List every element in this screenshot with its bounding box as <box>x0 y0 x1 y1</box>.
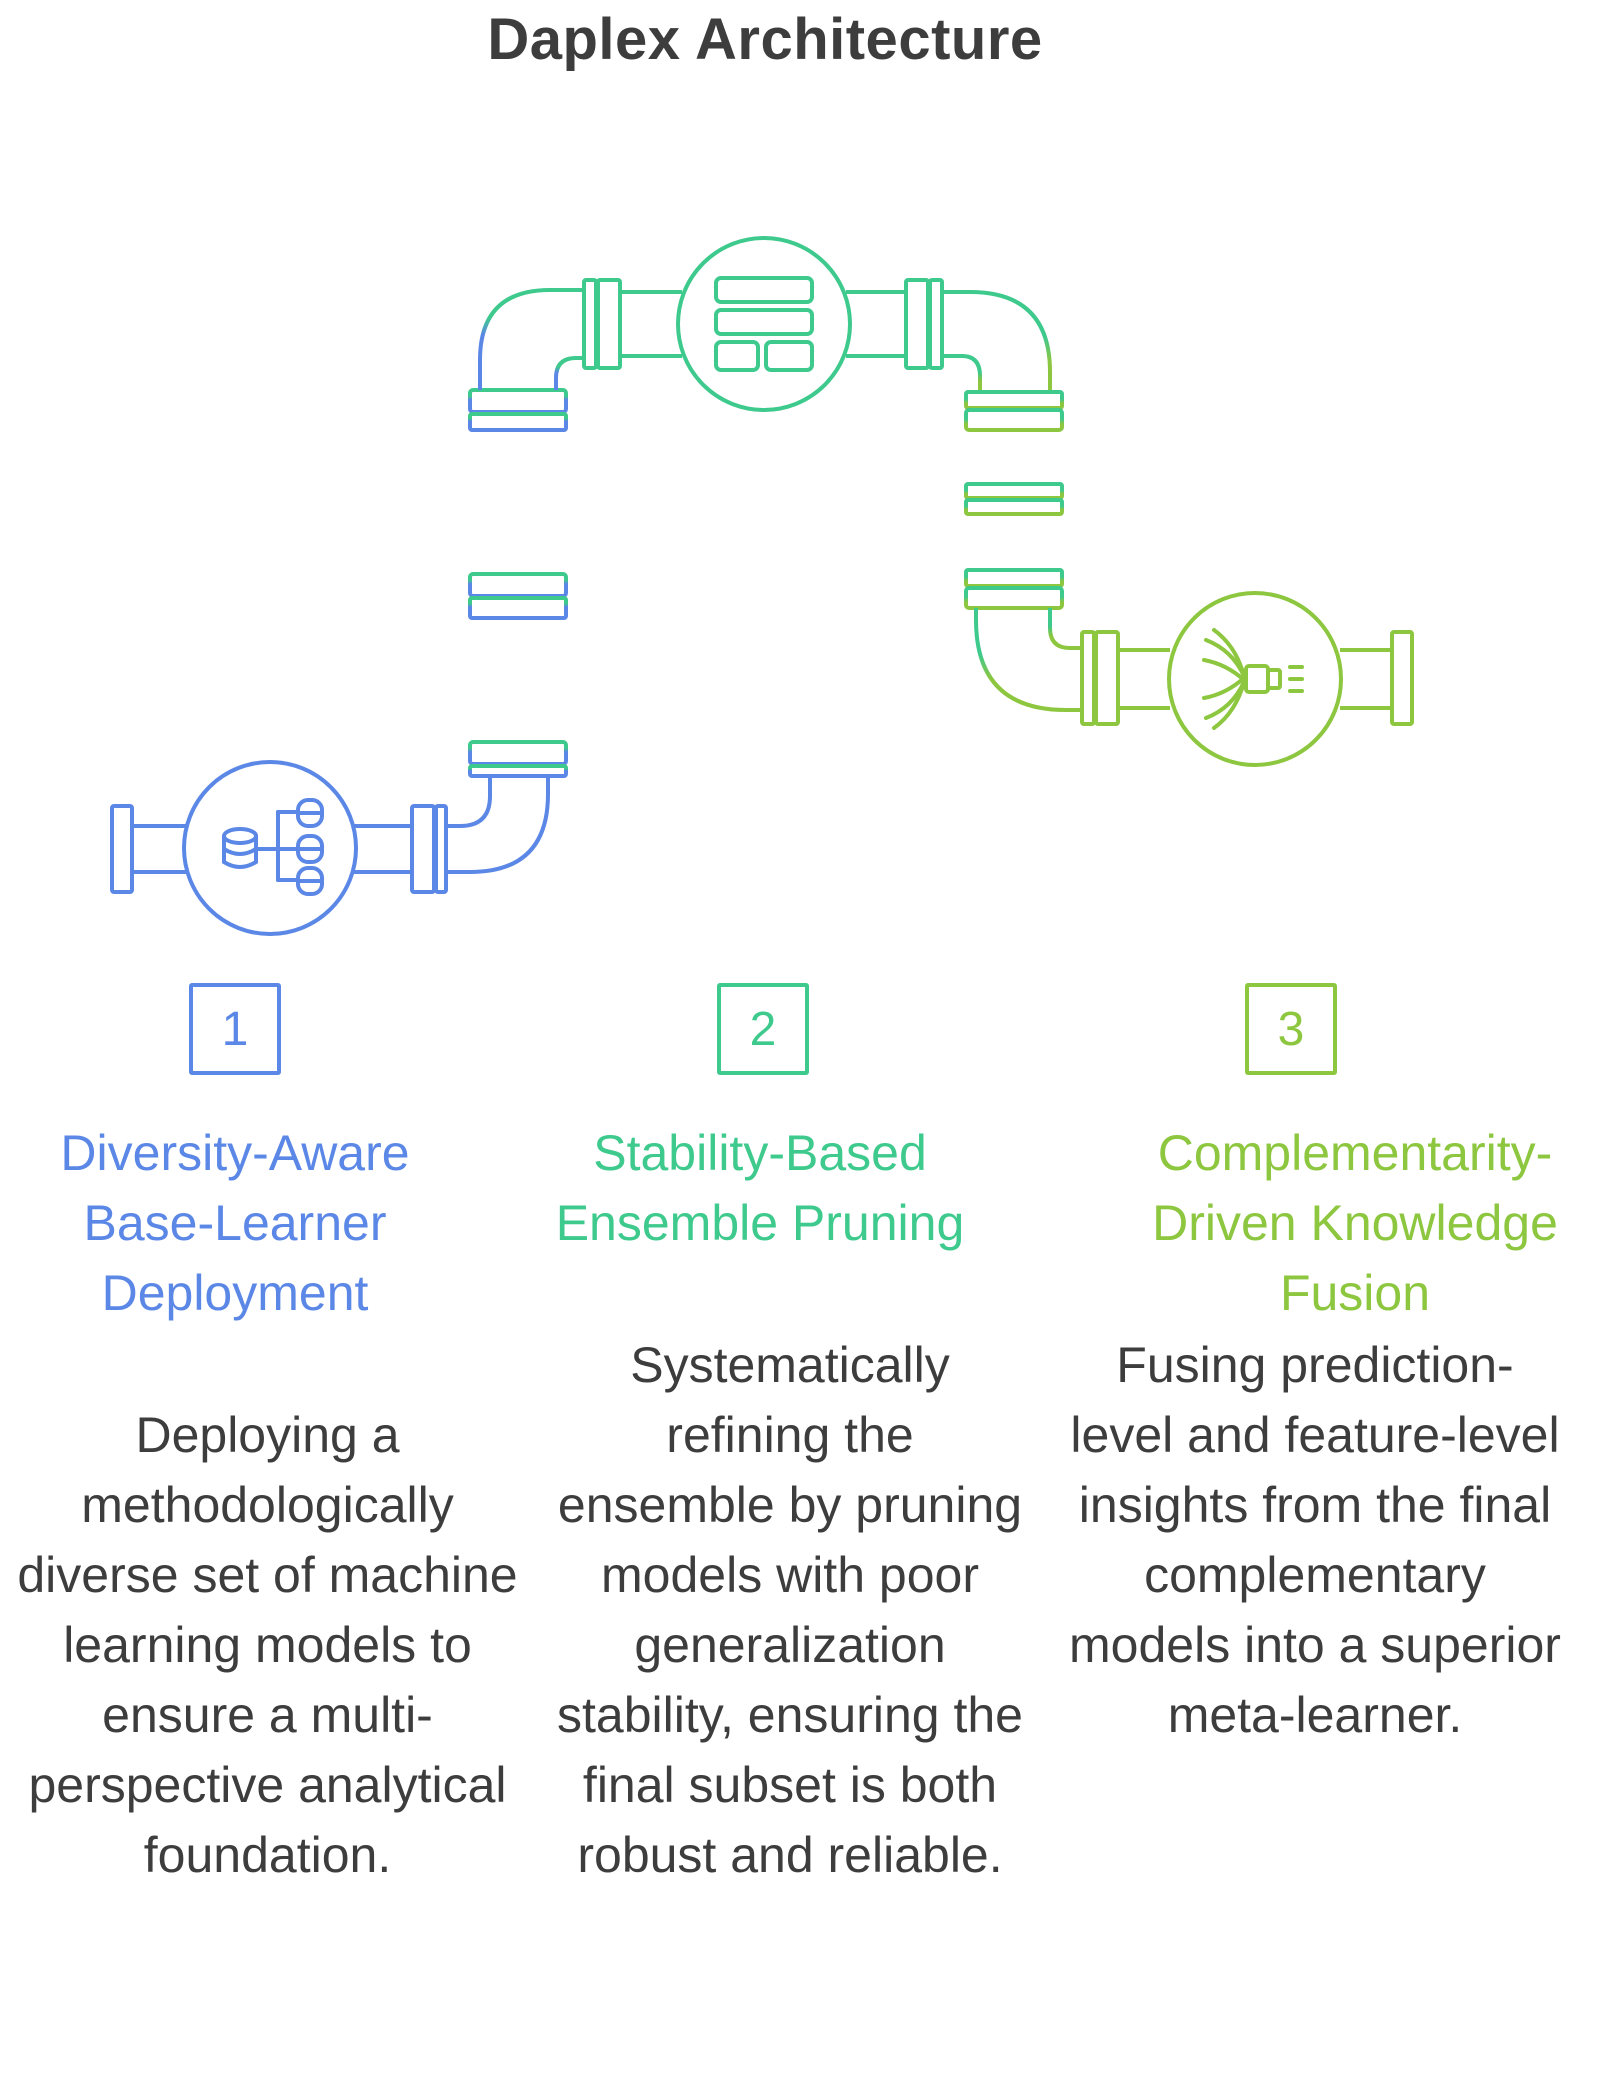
pipeline-diagram <box>110 236 1414 936</box>
pipe-segment-1 <box>110 775 550 894</box>
stage-number-badge-3: 3 <box>1245 983 1337 1075</box>
stage-description-1: Deploying a methodologically diverse set… <box>17 1407 518 1883</box>
database-hierarchy-icon <box>222 798 324 896</box>
pipe-riser-right <box>942 290 1082 712</box>
pipe-riser-left <box>468 288 584 778</box>
fusion-nozzle-icon <box>1202 628 1304 730</box>
stage-number-badge-1: 1 <box>189 983 281 1075</box>
stage-heading-3: Complementarity-Driven Knowledge Fusion <box>1152 1125 1558 1321</box>
pipe-segment-3 <box>1080 630 1414 726</box>
stage-number-badge-2: 2 <box>717 983 809 1075</box>
meter-stage-2 <box>676 236 852 412</box>
meter-stage-1 <box>182 760 358 936</box>
stage-description-2: Systematically refining the ensemble by … <box>557 1337 1023 1883</box>
stage-heading-2: Stability-Based Ensemble Pruning <box>555 1125 965 1251</box>
stage-description-3: Fusing prediction-level and feature-leve… <box>1069 1337 1561 1743</box>
layout-blocks-icon <box>714 276 814 372</box>
stage-heading-1: Diversity-Aware Base-Learner Deployment <box>60 1125 410 1321</box>
meter-stage-3 <box>1167 591 1343 767</box>
pipe-segment-2 <box>582 278 944 370</box>
diagram-title: Daplex Architecture <box>487 7 1043 72</box>
